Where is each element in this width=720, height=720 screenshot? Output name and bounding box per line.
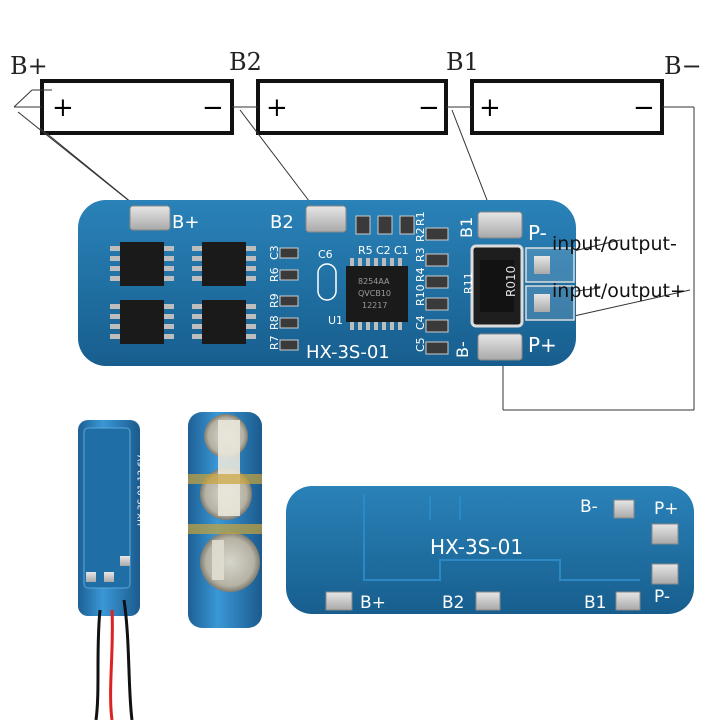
side-pcb xyxy=(83,427,131,589)
back-pad-p-minus-upper xyxy=(651,563,679,585)
cell-1: + − xyxy=(40,79,234,135)
output-pad-positive xyxy=(534,294,550,312)
silk-b1: B1 xyxy=(457,217,476,238)
pcb-back-view: HX-3S-01 B- P+ P- B+ B2 B1 xyxy=(286,486,694,614)
nickel-strip-1 xyxy=(218,420,240,516)
silk-b2: B2 xyxy=(270,212,294,233)
wire-black xyxy=(94,609,102,720)
cell-2-minus-sign: − xyxy=(418,93,440,123)
back-pad-b-minus xyxy=(613,499,635,519)
pcb-top-model-label: HX-3S-01 xyxy=(306,342,390,363)
wire-black-2 xyxy=(122,599,134,720)
terminal-label-b1: B1 xyxy=(446,48,479,76)
silk-b-plus: B+ xyxy=(172,212,199,233)
terminal-label-b-minus: B− xyxy=(664,52,702,80)
back-pad-p-plus xyxy=(651,523,679,545)
back-silk-b-plus: B+ xyxy=(360,593,386,613)
cell-3-plus-sign: + xyxy=(479,93,501,123)
label-input-output-positive: input/output+ xyxy=(552,280,686,302)
cell-1-minus-sign: − xyxy=(202,93,224,123)
mosfet-chip xyxy=(202,242,246,286)
terminal-label-b2: B2 xyxy=(229,48,262,76)
silk-r1: R1 xyxy=(414,211,427,226)
pad-b1 xyxy=(477,211,523,239)
silk-c1: C1 xyxy=(394,244,409,257)
pad-b2 xyxy=(305,205,347,233)
pcb-top-view: B+ B2 B1 P- P+ B- xyxy=(78,200,576,366)
silk-r8: R8 xyxy=(268,315,281,330)
back-pad-b2 xyxy=(475,591,501,611)
back-pad-b1 xyxy=(615,591,641,611)
silk-r9: R9 xyxy=(268,293,281,308)
silk-c4: C4 xyxy=(414,315,427,330)
cell-3: + − xyxy=(470,79,664,135)
nickel-strip-2 xyxy=(212,540,224,580)
mosfet-chip xyxy=(202,300,246,344)
silk-r5: R5 xyxy=(358,244,373,257)
silk-r4: R4 xyxy=(414,267,427,282)
silk-p-plus: P+ xyxy=(528,333,557,357)
back-silk-b1: B1 xyxy=(584,593,606,613)
ic-marking-line-1: 8254AA xyxy=(358,277,390,286)
wire-red xyxy=(109,609,114,720)
back-silk-p-minus: P- xyxy=(654,587,670,607)
mosfet-chips xyxy=(110,242,256,344)
silk-r10: R10 xyxy=(414,284,427,306)
silk-c5: C5 xyxy=(414,337,427,352)
pcb-back-model-label: HX-3S-01 xyxy=(430,535,523,559)
silk-r2: R2 xyxy=(414,227,427,242)
mosfet-chip xyxy=(120,300,164,344)
capacitor-c6-outline xyxy=(317,263,337,301)
cell-bottom-cap xyxy=(200,532,260,592)
ic-marking-line-2: QVCB10 xyxy=(358,289,391,298)
shunt-resistor-marking: R010 xyxy=(504,266,518,297)
cell-3-minus-sign: − xyxy=(633,93,655,123)
silk-r11: R11 xyxy=(462,272,475,294)
ic-marking-line-3: 12217 xyxy=(362,301,387,310)
back-silk-b-minus: B- xyxy=(580,497,598,517)
silk-b-minus: B- xyxy=(453,341,472,358)
silk-c3: C3 xyxy=(268,245,281,260)
back-silk-b2: B2 xyxy=(442,593,464,613)
pcb-back-board xyxy=(286,486,694,614)
side-pcb-label: HX-3S-01 12.6V xyxy=(137,454,147,526)
back-pad-b-plus xyxy=(325,591,353,611)
output-pad-negative xyxy=(534,256,550,274)
cell-1-plus-sign: + xyxy=(52,93,74,123)
pad-b-minus xyxy=(477,333,523,361)
silk-u1: U1 xyxy=(328,314,343,327)
cell-2-plus-sign: + xyxy=(266,93,288,123)
pad-b-plus xyxy=(129,205,171,231)
silk-r7: R7 xyxy=(268,335,281,350)
back-silk-p-plus: P+ xyxy=(654,499,679,519)
silk-c2: C2 xyxy=(376,244,391,257)
terminal-label-b-plus: B+ xyxy=(10,52,48,80)
assembled-battery-pack-photo: HX-3S-01 12.6V xyxy=(78,412,262,720)
mosfet-chip xyxy=(120,242,164,286)
controller-ic xyxy=(346,266,408,322)
silk-r6: R6 xyxy=(268,267,281,282)
silk-p-minus: P- xyxy=(528,221,547,245)
silk-c6: C6 xyxy=(318,248,333,261)
smd-components xyxy=(279,215,449,355)
label-input-output-negative: input/output- xyxy=(552,233,677,255)
cell-2: + − xyxy=(256,79,448,135)
silk-r3: R3 xyxy=(414,247,427,262)
